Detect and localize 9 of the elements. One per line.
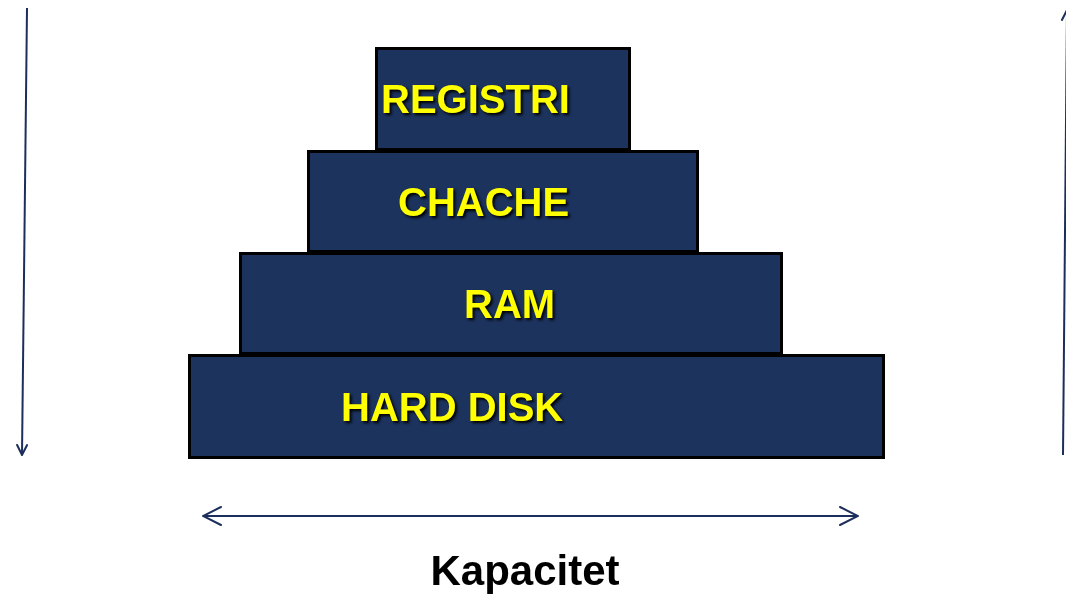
pyramid-level-box xyxy=(307,150,699,253)
level-label: CHACHE xyxy=(398,181,570,222)
pyramid-level-box xyxy=(239,252,783,355)
level-label: REGISTRI xyxy=(381,79,570,119)
pyramid-level-box xyxy=(375,47,631,151)
level-label: RAM xyxy=(464,283,556,324)
axis-label: Kapacitet xyxy=(429,550,621,592)
level-label: HARD DISK xyxy=(341,386,564,427)
pyramid-level-box xyxy=(188,354,885,459)
